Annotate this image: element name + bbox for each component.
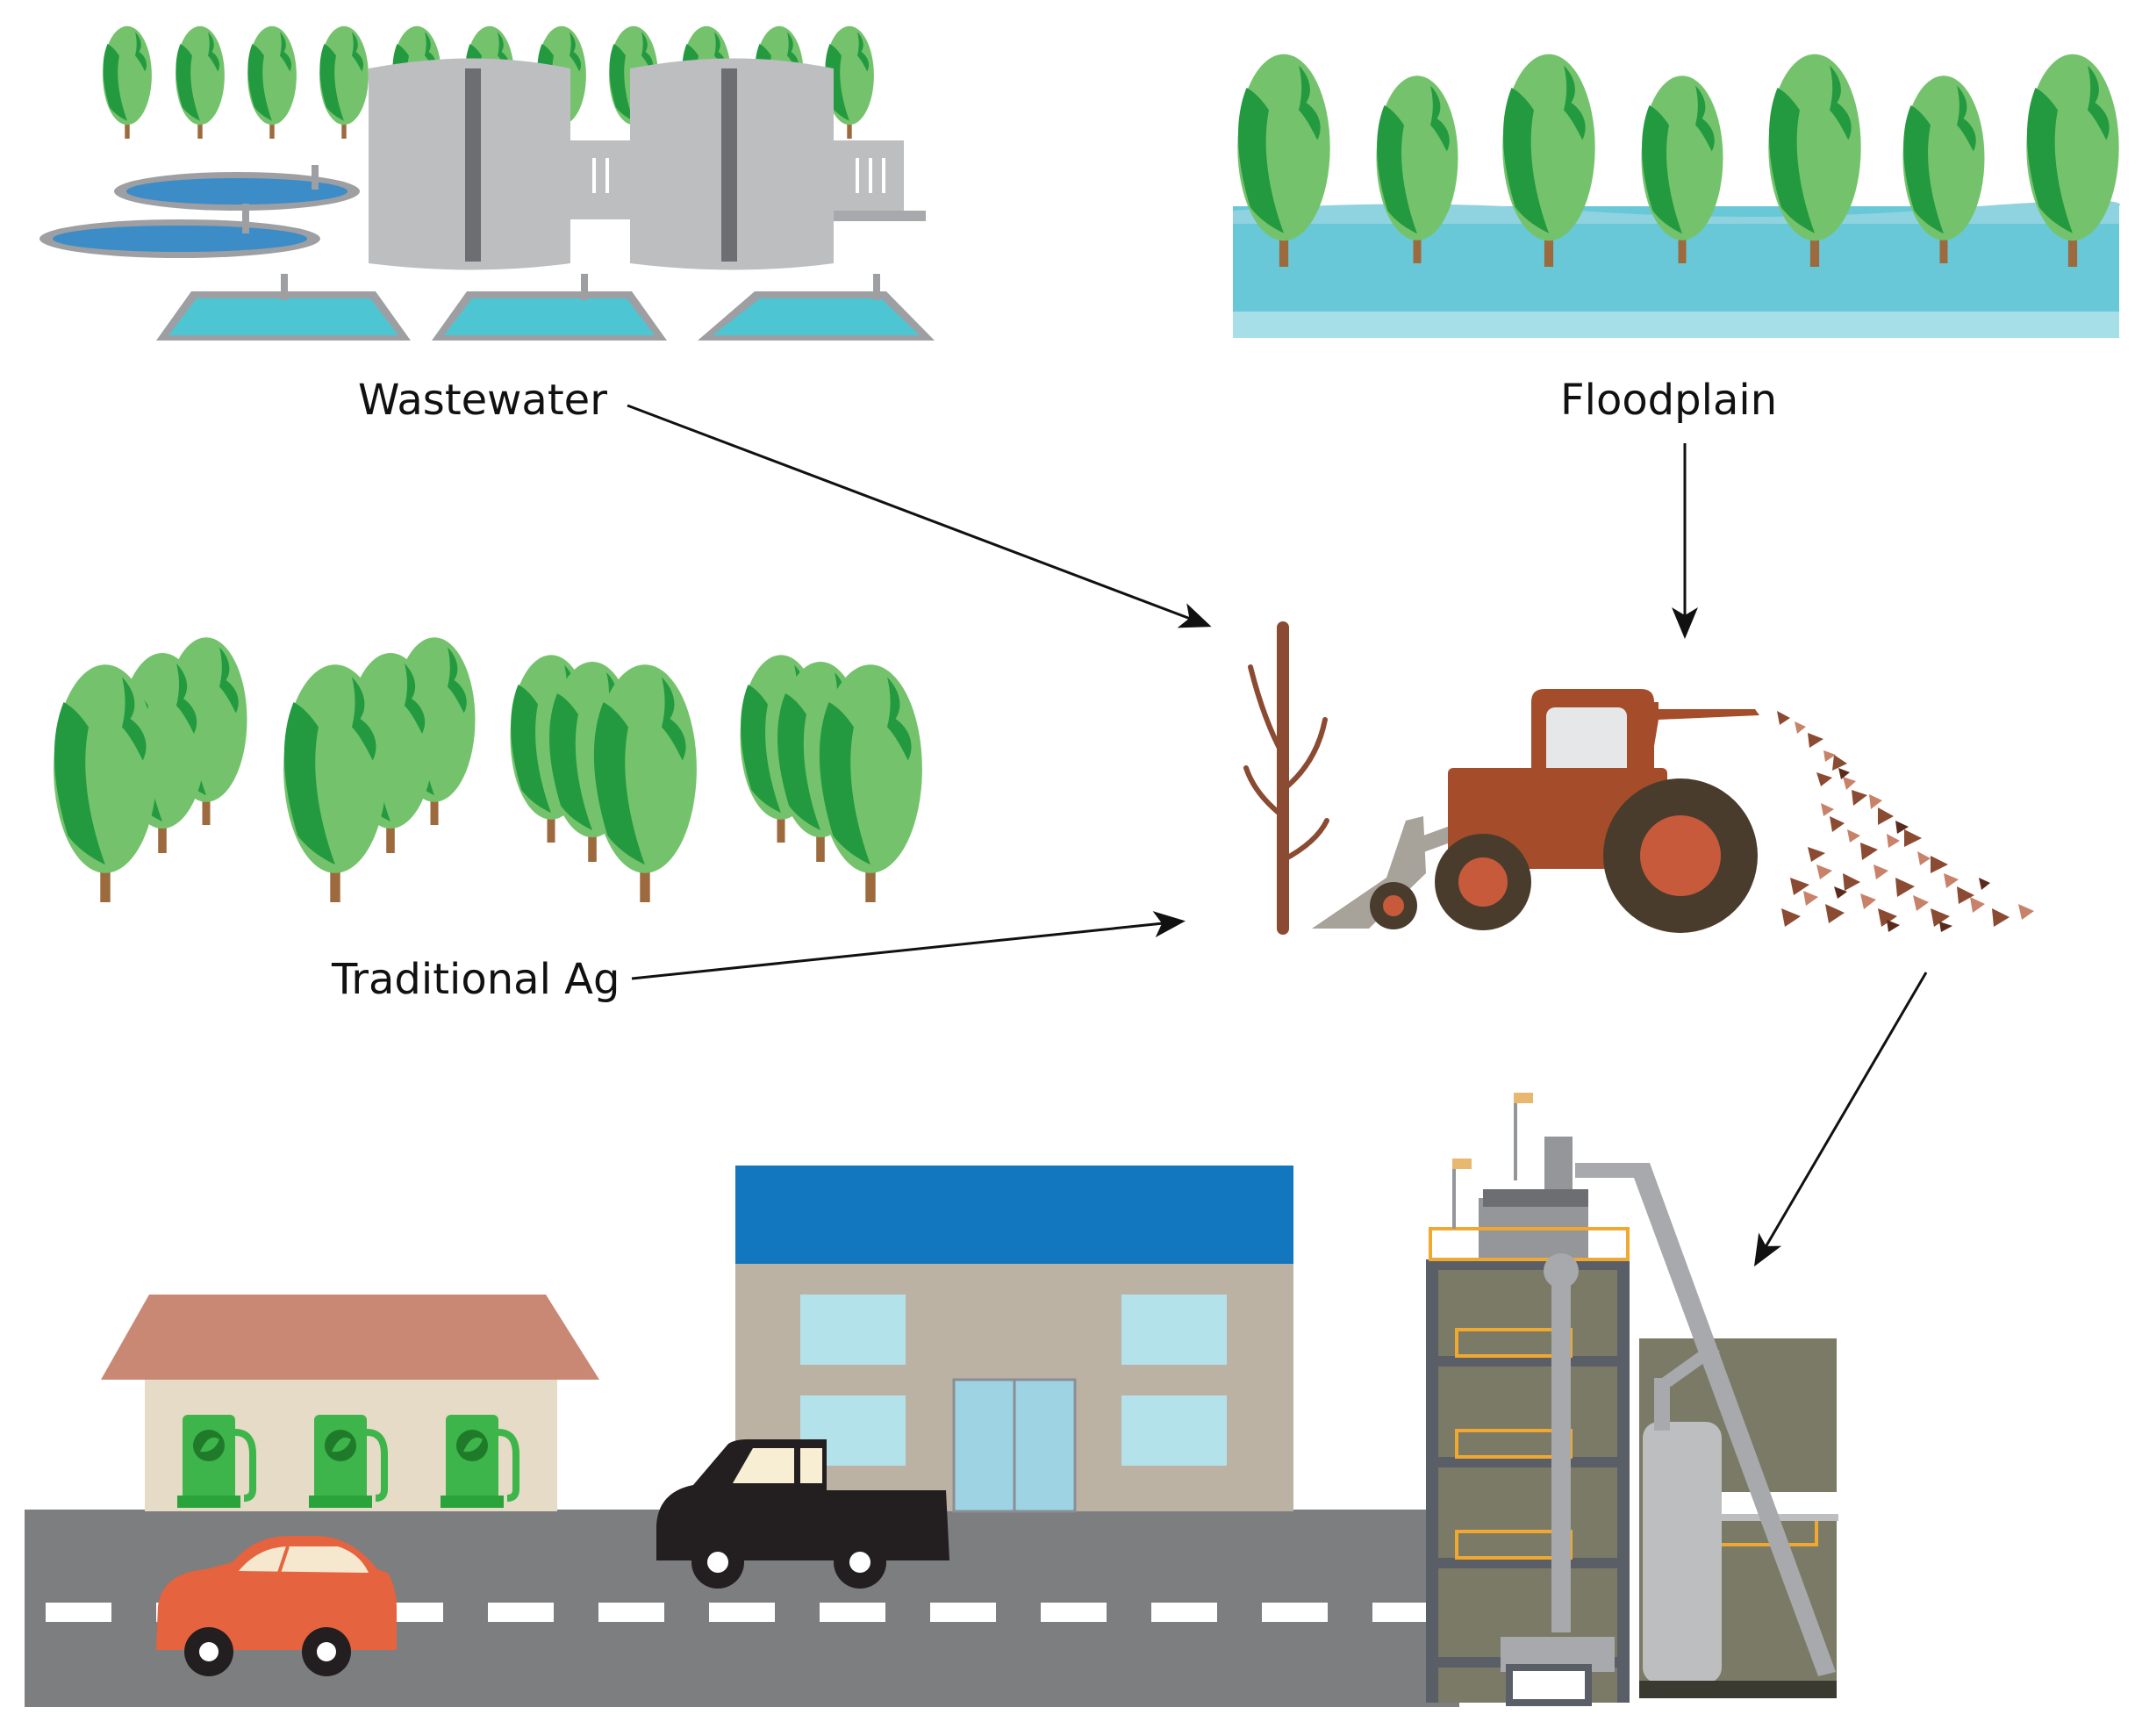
treatment-plant-icon — [39, 58, 935, 341]
arrow-wastewater-to-harvest — [627, 404, 1212, 628]
traditional-ag-scene — [54, 637, 922, 902]
fuel-pump-icon — [177, 1415, 516, 1508]
biorefinery-icon — [1426, 1093, 1838, 1706]
arrow-traditional-ag-to-harvest — [631, 911, 1186, 980]
wood-chips-icon — [1777, 711, 2034, 932]
car-icon — [156, 1536, 397, 1676]
tractor-icon — [1312, 689, 1759, 933]
office-building-icon — [735, 1166, 1293, 1513]
label-wastewater: Wastewater — [358, 376, 607, 425]
floodplain-scene — [1233, 54, 2120, 338]
bare-tree-icon — [1243, 621, 1329, 935]
arrow-harvest-to-biorefinery — [1753, 972, 1928, 1267]
wastewater-scene — [39, 25, 935, 341]
fuel-station-icon — [101, 1295, 599, 1511]
pickup-truck-icon — [656, 1439, 949, 1589]
city-scene — [25, 1166, 1459, 1707]
tree-icon — [54, 637, 922, 902]
label-traditional-ag: Traditional Ag — [332, 955, 620, 1004]
flow-arrows — [627, 404, 1928, 1267]
harvest-scene — [1243, 621, 2034, 935]
label-floodplain: Floodplain — [1560, 376, 1778, 425]
